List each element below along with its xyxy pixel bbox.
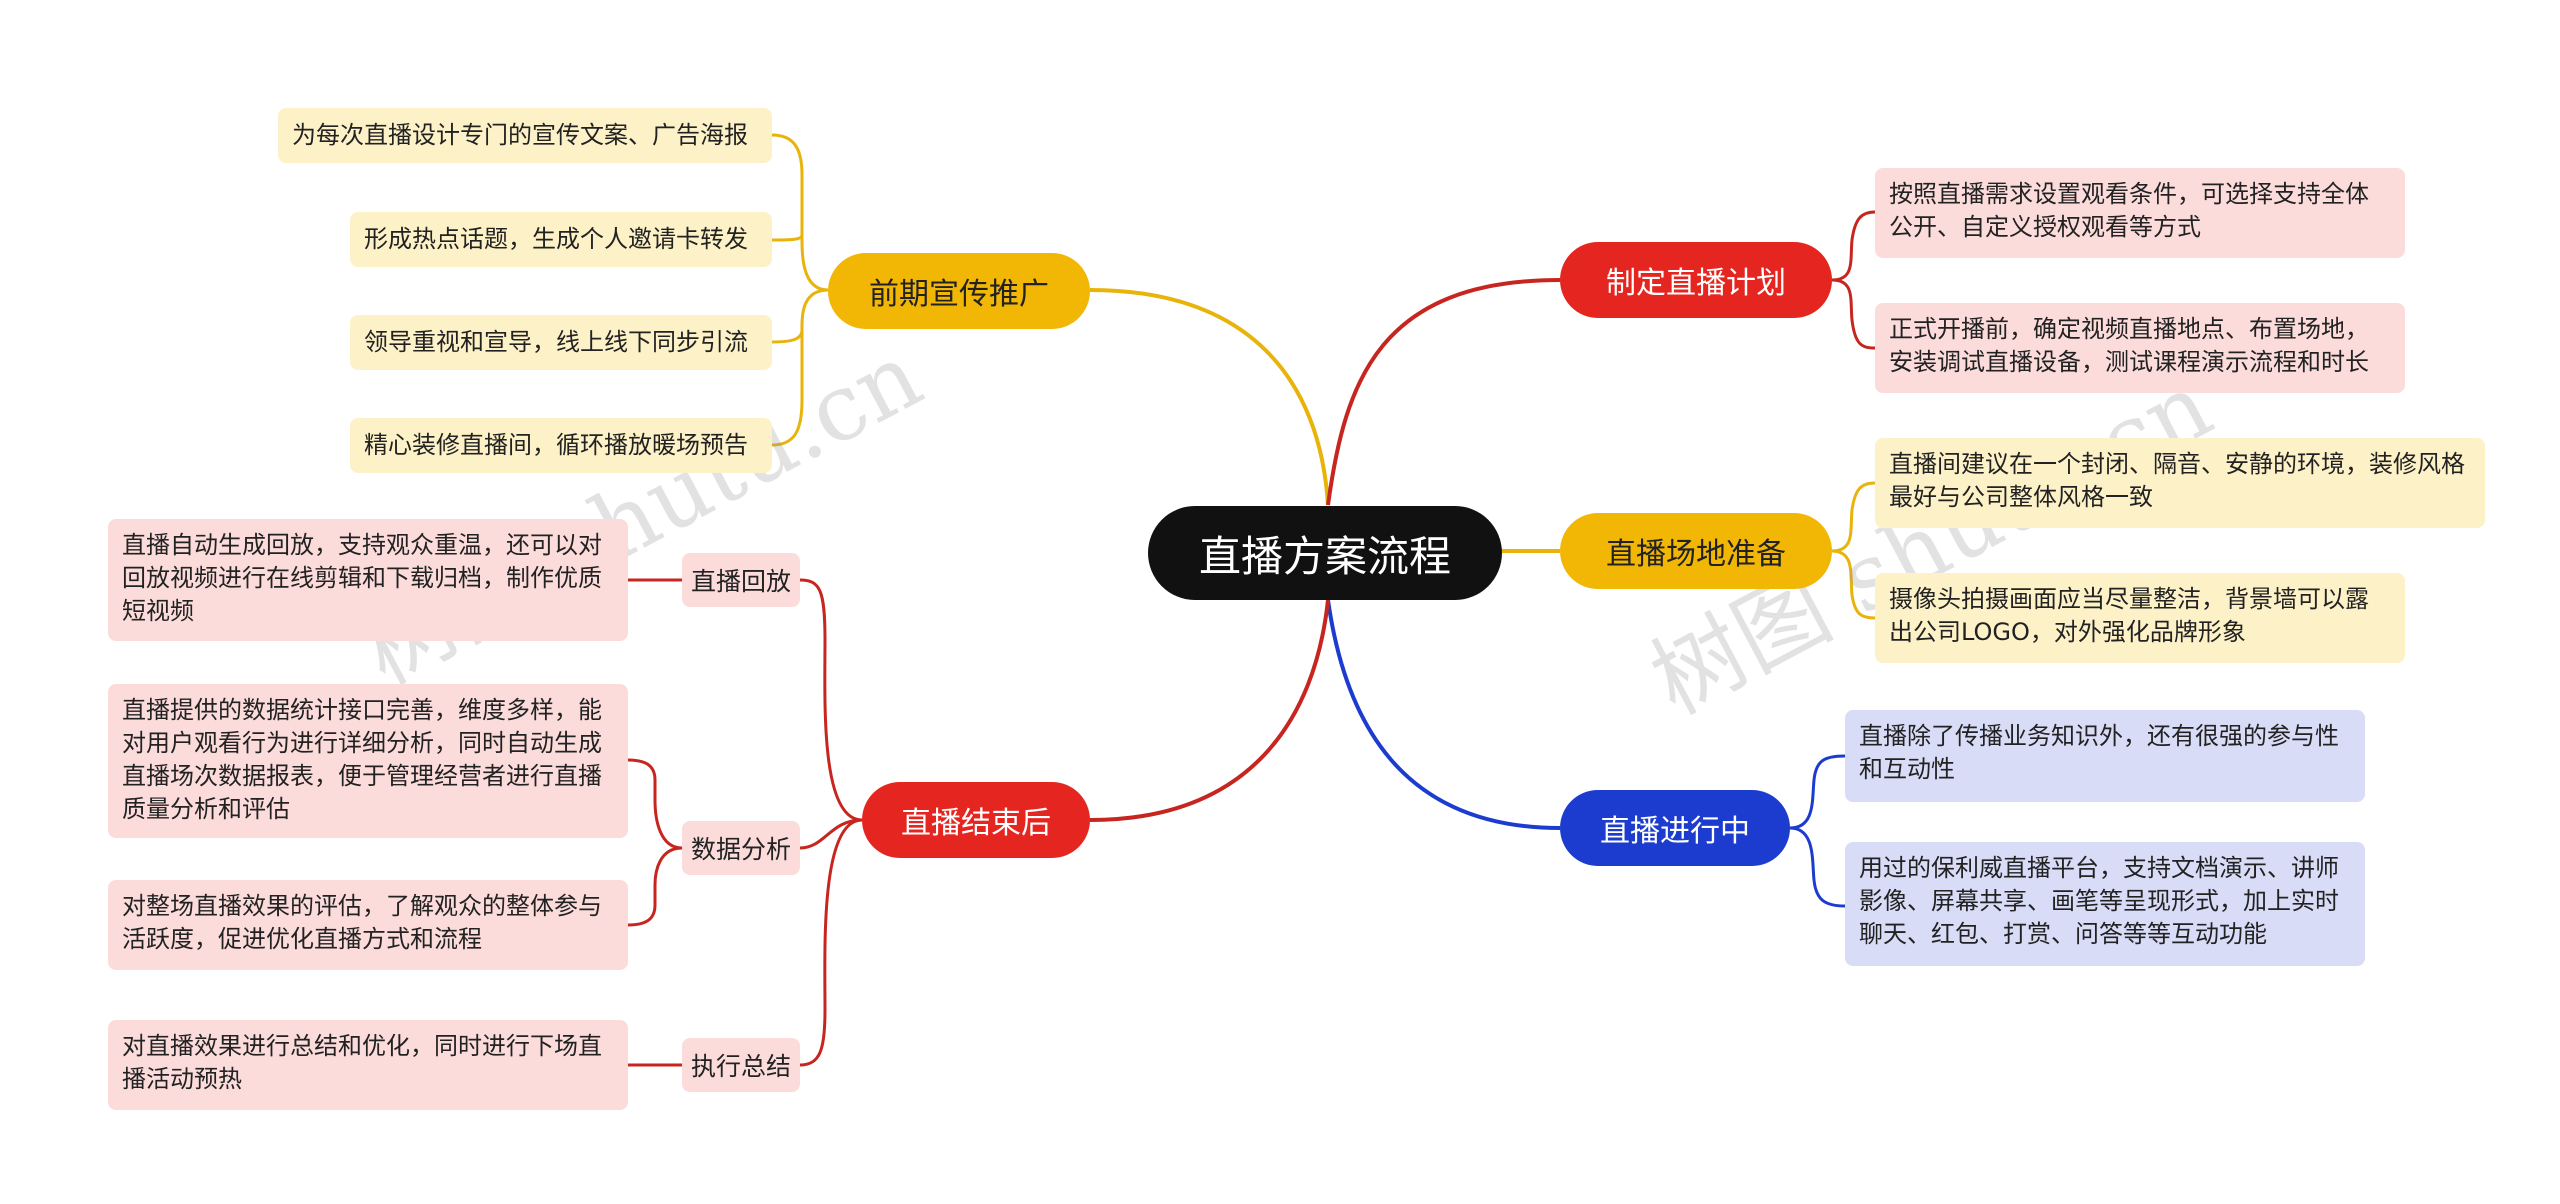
analysis-leaf-1[interactable]: 直播提供的数据统计接口完善，维度多样，能对用户观看行为进行详细分析，同时自动生成… <box>108 684 628 838</box>
connector-venue-leaf1 <box>1831 481 1876 553</box>
connector-promo-leaf3 <box>771 288 829 344</box>
connector-promo-leaf2 <box>771 234 804 242</box>
connector-plan-leaf1 <box>1831 210 1876 282</box>
analysis-leaf-2[interactable]: 对整场直播效果的评估，了解观众的整体参与活跃度，促进优化直播方式和流程 <box>108 880 628 970</box>
connector-promo-leaf4 <box>771 330 804 447</box>
promo-leaf-1[interactable]: 为每次直播设计专门的宣传文案、广告海报 <box>278 108 772 163</box>
plan-leaf-1[interactable]: 按照直播需求设置观看条件，可选择支持全体公开、自定义授权观看等方式 <box>1875 168 2405 258</box>
branch-after[interactable]: 直播结束后 <box>862 782 1090 858</box>
promo-leaf-2[interactable]: 形成热点话题，生成个人邀请卡转发 <box>350 212 772 267</box>
after-sub-replay[interactable]: 直播回放 <box>682 553 800 607</box>
venue-leaf-2[interactable]: 摄像头拍摄画面应当尽量整洁，背景墙可以露出公司LOGO，对外强化品牌形象 <box>1875 573 2405 663</box>
connector-venue-leaf2 <box>1831 549 1876 620</box>
connector-after-sub3 <box>799 818 863 1067</box>
connector-root-ongoing <box>1326 599 1561 830</box>
plan-leaf-2[interactable]: 正式开播前，确定视频直播地点、布置场地，安装调试直播设备，测试课程演示流程和时长 <box>1875 303 2405 393</box>
branch-plan[interactable]: 制定直播计划 <box>1560 242 1832 318</box>
branch-promo[interactable]: 前期宣传推广 <box>828 253 1090 329</box>
connector-root-plan <box>1326 278 1561 506</box>
connector-promo-bracket <box>771 133 829 292</box>
connector-ongoing-leaf1 <box>1789 754 1846 830</box>
connector-plan-leaf2 <box>1831 278 1876 350</box>
connector-sub2-leaf2 <box>627 846 683 927</box>
branch-ongoing[interactable]: 直播进行中 <box>1560 790 1790 866</box>
venue-leaf-1[interactable]: 直播间建议在一个封闭、隔音、安静的环境，装修风格最好与公司整体风格一致 <box>1875 438 2485 528</box>
connector-sub2-bracket <box>627 758 683 850</box>
connector-ongoing-leaf2 <box>1789 826 1846 908</box>
after-sub-analysis[interactable]: 数据分析 <box>682 821 800 875</box>
branch-venue[interactable]: 直播场地准备 <box>1560 513 1832 589</box>
connector-root-after <box>1089 599 1330 822</box>
connector-root-promo <box>1089 288 1330 506</box>
summary-leaf-1[interactable]: 对直播效果进行总结和优化，同时进行下场直播活动预热 <box>108 1020 628 1110</box>
root-node[interactable]: 直播方案流程 <box>1148 506 1502 600</box>
promo-leaf-3[interactable]: 领导重视和宣导，线上线下同步引流 <box>350 315 772 370</box>
after-sub-summary[interactable]: 执行总结 <box>682 1038 800 1092</box>
replay-leaf-1[interactable]: 直播自动生成回放，支持观众重温，还可以对回放视频进行在线剪辑和下载归档，制作优质… <box>108 519 628 641</box>
promo-leaf-4[interactable]: 精心装修直播间，循环播放暖场预告 <box>350 418 772 473</box>
ongoing-leaf-2[interactable]: 用过的保利威直播平台，支持文档演示、讲师影像、屏幕共享、画笔等呈现形式，加上实时… <box>1845 842 2365 966</box>
ongoing-leaf-1[interactable]: 直播除了传播业务知识外，还有很强的参与性和互动性 <box>1845 710 2365 802</box>
connector-after-sub1 <box>799 578 863 822</box>
